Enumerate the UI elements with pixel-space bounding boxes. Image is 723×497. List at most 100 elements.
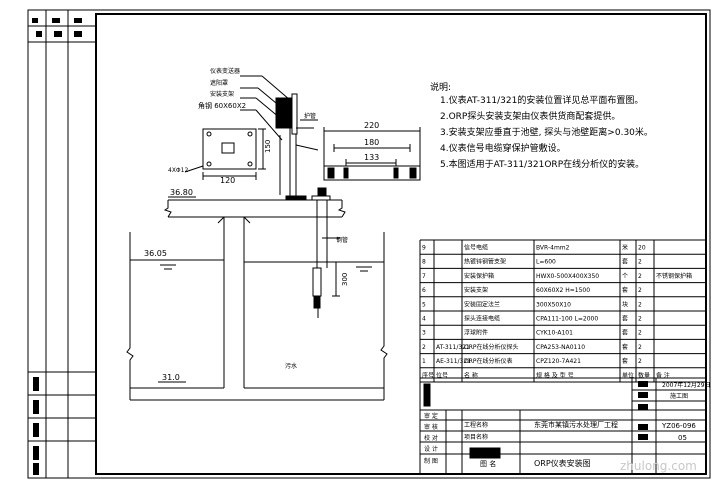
tb-role: 校 对	[424, 434, 438, 442]
bom-cell-no: 5	[422, 301, 426, 308]
tb-date: 2007年12月29日	[662, 381, 711, 389]
bom-cell-no: 3	[422, 330, 426, 337]
tb-role: 审 核	[424, 423, 438, 431]
tb-sheet: 05	[678, 434, 687, 442]
water-label: 污水	[285, 362, 297, 370]
bom-cell-unit: 套	[622, 357, 628, 365]
bom-cell-unit: 套	[622, 329, 628, 337]
tb-item-label: 项目名称	[464, 433, 488, 441]
bom-header-spec: 规 格 及 型 号	[536, 371, 574, 379]
tb-role: 设 计	[424, 445, 438, 453]
bom-cell-unit: 套	[622, 343, 628, 351]
bom-cell-name: 信号电缆	[464, 244, 488, 252]
bom-cell-name: ORP在线分析仪探头	[464, 343, 519, 351]
note-item: 3.安装支架应垂直于池壁, 探头与池壁距离>0.30米。	[440, 126, 653, 138]
bom-header-note: 备 注	[656, 371, 670, 379]
margin-stamps	[32, 18, 82, 475]
bom-cell-qty: 2	[638, 287, 642, 294]
bom-cell-unit: 个	[622, 273, 628, 280]
outer-border	[27, 9, 711, 479]
dim-120: 120	[220, 176, 235, 185]
flange-detail	[323, 127, 421, 181]
bom-cell-name: 热镀锌钢管支架	[464, 258, 506, 266]
callout-angle-steel: 角钢 60X60X2	[198, 101, 246, 110]
bom-header-no: 序号	[422, 371, 434, 379]
tank-section	[126, 199, 388, 401]
title-block	[419, 377, 707, 475]
bom-cell-no: 2	[422, 344, 426, 351]
bom-cell-qty: 2	[638, 301, 642, 308]
notes-list: 1.仪表AT-311/321的安装位置详见总平面布置图。 2.ORP探头安装支架…	[440, 94, 653, 170]
bracket-plan-view	[184, 128, 266, 180]
note-item: 2.ORP探头安装支架由仪表供货商配套提供。	[440, 110, 620, 122]
bom-cell-spec: L=600	[536, 259, 556, 266]
tb-drawing-label: 图 名	[480, 459, 496, 468]
callout-steel-tube: 护管	[304, 112, 316, 120]
bom-cell-no: 9	[422, 245, 426, 252]
bracket-elevation	[275, 93, 331, 318]
callout-transmitter: 仪表变送器	[210, 67, 240, 75]
tb-project: 东莞市某镇污水处理厂工程	[534, 420, 618, 429]
tb-project-label: 工程名称	[464, 421, 488, 429]
bom-cell-qty: 2	[638, 273, 642, 280]
elev-water: 36.05	[144, 249, 167, 258]
bom-cell-no: 1	[422, 358, 426, 365]
bom-cell-note: 不锈钢保护箱	[656, 272, 692, 280]
bom-cell-qty: 2	[638, 259, 642, 266]
bom-cell-spec: 60X60X2 H=1500	[536, 287, 590, 294]
bom-cell-unit: 套	[622, 286, 628, 294]
bom-cell-name: 浮球附件	[464, 329, 488, 337]
elev-bottom: 31.0	[162, 373, 180, 382]
water-surface	[130, 259, 384, 272]
bom-cell-unit: 块	[622, 300, 628, 308]
bom-cell-spec: CPA253-NA0110	[536, 344, 585, 351]
dim-300: 300	[341, 273, 349, 286]
bom-cell-name: 探头连接电缆	[464, 315, 500, 323]
bom-cell-no: 4	[422, 316, 426, 323]
note-item: 1.仪表AT-311/321的安装位置详见总平面布置图。	[440, 94, 643, 106]
bom-cell-qty: 2	[638, 358, 642, 365]
bom-cell-unit: 米	[622, 244, 628, 252]
inner-border	[95, 13, 707, 475]
bom-cell-name: 安装支架	[464, 286, 488, 294]
bom-cell-spec: CPA111-100 L=2000	[536, 316, 598, 323]
bom-cell-no: 7	[422, 273, 426, 280]
bom-cell-unit: 套	[622, 258, 628, 266]
title-block-stamps	[638, 381, 648, 440]
elev-top: 36.80	[170, 188, 193, 197]
tb-role: 制 图	[424, 457, 438, 465]
note-item: 5.本图适用于AT-311/321ORP在线分析仪的安装。	[440, 158, 644, 170]
bom-header-unit: 单位	[622, 371, 634, 379]
bom-cell-name: ORP在线分析仪表	[464, 357, 513, 365]
tb-phase: 施工图	[670, 392, 688, 400]
bom-header-code: 位号	[436, 371, 448, 379]
tb-role: 审 定	[424, 412, 438, 420]
bom-cell-spec: 300X50X10	[536, 301, 571, 308]
dim-300-line	[332, 261, 340, 297]
bom-cell-spec: CYK10-A101	[536, 330, 573, 337]
bom-cell-no: 8	[422, 259, 426, 266]
bom-cell-name: 安装固定法兰	[464, 300, 500, 308]
callout-probe: 钢管	[336, 236, 348, 244]
callout-bracket: 安装支架	[210, 90, 234, 98]
bolt-label: 4XΦ12	[168, 167, 188, 174]
bom-cell-code: AT-311/321	[436, 344, 470, 351]
bom-cell-spec: BVR-4mm2	[536, 245, 570, 252]
bom-cell-no: 6	[422, 287, 426, 294]
bom-cell-unit: 套	[622, 315, 628, 323]
bom-cell-qty: 20	[638, 245, 646, 252]
bom-table	[419, 239, 707, 383]
tb-roles: 审 定 审 核 校 对 设 计 制 图	[424, 412, 438, 465]
dim-180: 180	[364, 138, 379, 147]
bom-header-qty: 数量	[638, 371, 650, 379]
tb-drawing-no: YZ06-096	[661, 422, 696, 430]
callout-sunshade: 遮阳罩	[210, 79, 228, 87]
dim-220: 220	[364, 121, 379, 130]
dim-133: 133	[364, 153, 379, 162]
notes-heading: 说明:	[430, 81, 451, 93]
bom-cell-qty: 2	[638, 316, 642, 323]
bom-cell-code: AE-311/321	[436, 358, 471, 365]
bom-header-name: 名 称	[464, 371, 478, 379]
